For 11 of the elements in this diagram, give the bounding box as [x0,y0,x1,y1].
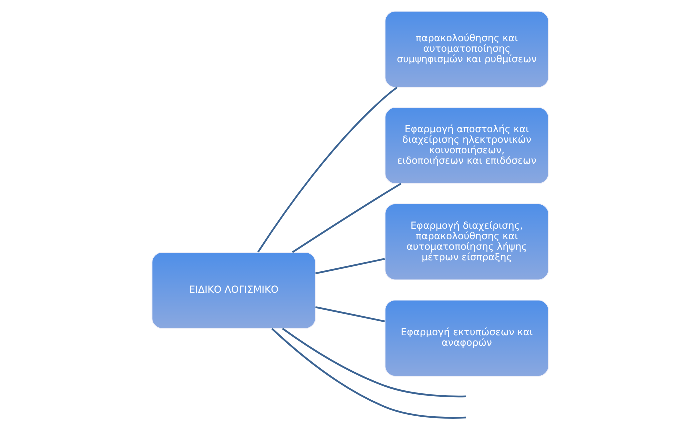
node-box: παρακολούθησης και αυτοματοποίησης συμψηφισμών και ρυθμίσεων [384,11,549,88]
node-box: Εφαρμογή εκτυπώσεων και αναφορών [384,300,549,377]
node-box: ΕΙΔΙΚΟ ΛΟΓΙΣΜΙΚΟ [151,252,316,330]
connector [292,183,402,254]
connector [315,258,385,275]
connector [271,328,466,419]
node-box: Εφαρμογή αποστολής και διαχείρισης ηλεκτρονικών κοινοποιήσεων, ειδοποιήσεων και επιδόσεων [384,107,549,184]
node-box: Εφαρμογή διαχείρισης, παρακολούθησης και αυτοματοποίησης λήψης μέτρων είσπραξης [384,204,549,281]
connector [257,86,398,253]
connector [282,328,466,398]
connector [315,306,385,322]
